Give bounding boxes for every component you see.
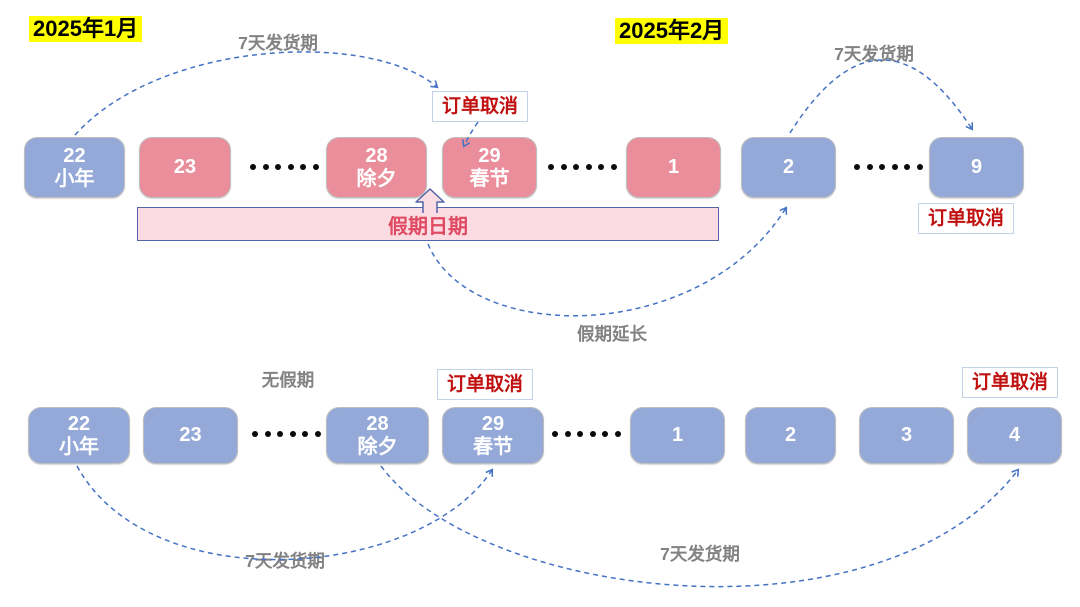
date-box-day: 22 <box>63 144 86 167</box>
date-box-top-jan29: 29 春节 <box>442 137 537 198</box>
date-box-bottom-feb1: 1 <box>630 407 725 464</box>
date-box-day: 28 <box>366 412 389 435</box>
shipping-arc-top-left <box>74 51 439 136</box>
date-box-bottom-jan29: 29 春节 <box>442 407 544 464</box>
ellipsis-dots-icon <box>250 164 319 170</box>
date-box-day: 2 <box>784 424 797 446</box>
no-holiday-label: 无假期 <box>261 370 315 390</box>
order-cancel-tag-top-cny: 订单取消 <box>432 91 529 122</box>
shipping-period-label-top-left: 7天发货期 <box>238 33 318 53</box>
month-label-feb: 2025年2月 <box>615 18 729 44</box>
date-box-day: 23 <box>179 424 202 446</box>
date-box-top-feb1: 1 <box>626 137 721 198</box>
order-cancel-tag-feb4: 订单取消 <box>962 367 1059 398</box>
ellipsis-dots-icon <box>854 164 923 170</box>
date-box-name: 春节 <box>469 167 510 190</box>
date-box-day: 4 <box>1008 424 1021 446</box>
date-box-day: 22 <box>67 412 91 435</box>
date-box-name: 小年 <box>54 167 95 190</box>
holiday-dates-banner-text: 假期日期 <box>388 215 468 238</box>
date-box-top-jan23: 23 <box>139 137 231 198</box>
date-box-bottom-feb3: 3 <box>859 407 954 464</box>
date-box-name: 除夕 <box>357 435 398 458</box>
date-box-bottom-jan28: 28 除夕 <box>326 407 429 464</box>
order-cancel-tag-bottom-cny: 订单取消 <box>437 369 534 400</box>
date-box-day: 1 <box>667 156 680 178</box>
date-box-bottom-feb2: 2 <box>745 407 836 464</box>
shipping-arc-bottom-right <box>380 465 1020 588</box>
shipping-arc-top-right <box>789 59 974 134</box>
date-box-bottom-feb4: 4 <box>967 407 1062 464</box>
date-box-bottom-jan23: 23 <box>143 407 238 464</box>
ellipsis-dots-icon <box>252 431 321 437</box>
holiday-dates-banner: 假期日期 <box>137 207 719 241</box>
date-box-top-feb2: 2 <box>741 137 836 198</box>
date-box-bottom-jan22: 22 小年 <box>28 407 130 464</box>
shipping-period-label-top-right: 7天发货期 <box>834 44 914 64</box>
date-box-day: 29 <box>478 144 501 167</box>
date-box-day: 29 <box>481 412 505 435</box>
holiday-extension-label: 假期延长 <box>577 324 647 344</box>
ellipsis-dots-icon <box>552 431 621 437</box>
date-box-day: 9 <box>970 156 983 178</box>
date-box-name: 小年 <box>59 435 99 458</box>
date-box-top-jan28: 28 除夕 <box>326 137 427 198</box>
date-box-name: 除夕 <box>356 167 397 190</box>
shipping-arc-bottom-left <box>76 465 494 561</box>
date-box-top-jan22: 22 小年 <box>24 137 125 198</box>
date-box-day: 1 <box>671 424 684 446</box>
date-box-day: 28 <box>365 144 388 167</box>
date-box-day: 2 <box>782 156 795 178</box>
date-box-day: 23 <box>173 156 197 178</box>
date-box-day: 3 <box>900 424 913 446</box>
date-box-name: 春节 <box>473 435 513 458</box>
order-cancel-tag-feb9: 订单取消 <box>918 203 1015 234</box>
shipping-period-label-bottom-right: 7天发货期 <box>660 544 740 564</box>
ellipsis-dots-icon <box>548 164 617 170</box>
shipping-period-label-bottom-left: 7天发货期 <box>245 551 325 571</box>
date-box-top-feb9: 9 <box>929 137 1024 198</box>
month-label-jan: 2025年1月 <box>29 16 143 42</box>
